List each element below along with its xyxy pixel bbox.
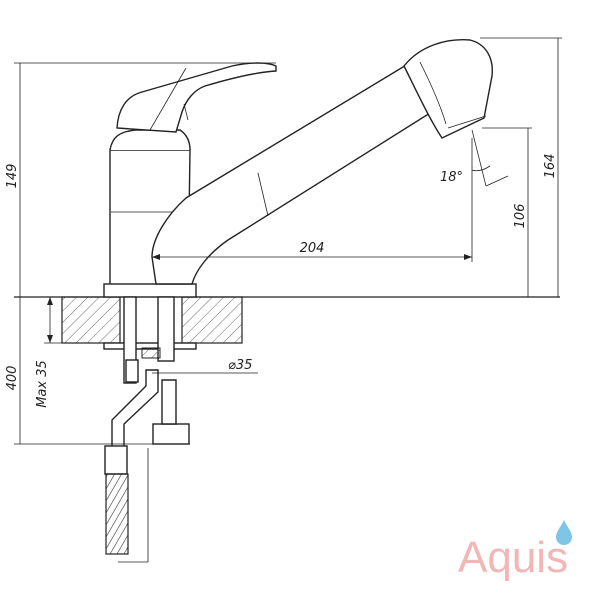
dimension-max-35: Max 35 (35, 297, 110, 408)
dimension-400-label: 400 (5, 366, 20, 391)
mounting-hardware (103, 296, 197, 563)
dimension-400: 400 (5, 297, 190, 445)
dimension-204-label: 204 (300, 241, 325, 256)
dimension-106-label: 106 (513, 204, 528, 229)
dimension-angle: 18° (440, 129, 509, 187)
water-drop-icon (556, 520, 572, 545)
countertop (14, 296, 560, 344)
dimension-164: 164 (480, 37, 562, 297)
dimension-149-label: 149 (5, 164, 20, 189)
brand-logo: Aquis (458, 520, 572, 582)
dimension-diameter-label: ⌀35 (228, 358, 252, 373)
dimension-106: 106 (482, 127, 532, 297)
dimension-164-label: 164 (543, 154, 558, 179)
dimension-diameter: ⌀35 (152, 358, 258, 374)
spout (151, 39, 493, 285)
dimension-max-35-label: Max 35 (35, 360, 50, 408)
dimension-149: 149 (5, 62, 276, 297)
dimension-204: 204 (152, 138, 473, 262)
brand-name: Aquis (458, 533, 568, 582)
dimension-angle-label: 18° (440, 170, 463, 185)
